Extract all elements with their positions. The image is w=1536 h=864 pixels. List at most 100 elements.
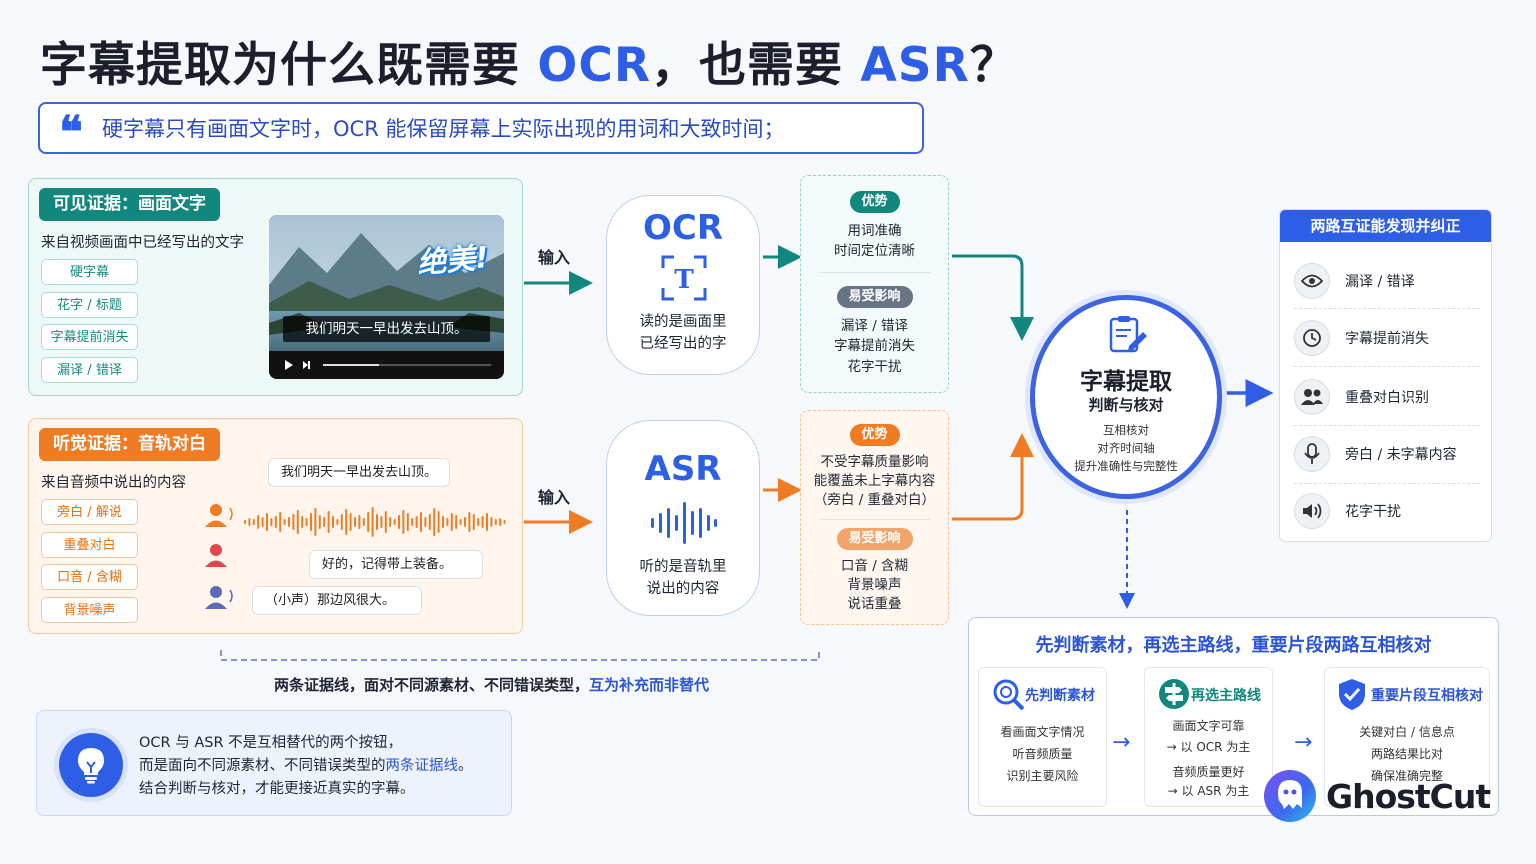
waveform-bar	[283, 519, 286, 525]
play-icon[interactable]	[285, 360, 293, 370]
hub-note: 提升准确性与完整性	[1074, 459, 1178, 473]
waveform-bar	[402, 510, 405, 534]
visual-tag: 硬字幕	[41, 259, 138, 285]
ocr-pros-cons: 优势 用词准确 时间定位清晰 易受影响 漏译 / 错译 字幕提前消失 花字干扰	[800, 175, 949, 393]
audio-waveform	[244, 507, 506, 537]
title-ocr: OCR	[537, 38, 652, 93]
waveform-bar	[442, 516, 444, 528]
ocr-con-item: 花字干扰	[847, 359, 902, 375]
waveform-bar	[314, 508, 317, 536]
list-item-label: 花字干扰	[1345, 504, 1401, 520]
waveform-bar	[503, 520, 506, 524]
waveform-bar	[292, 514, 295, 530]
workflow-step-line: 识别主要风险	[1006, 769, 1079, 783]
hub-note: 互相核对	[1103, 423, 1149, 437]
list-item: 花字干扰	[1294, 490, 1480, 532]
audio-tag: 口音 / 含糊	[41, 564, 138, 590]
ocr-con-item: 字幕提前消失	[834, 338, 915, 354]
waveform-bar	[450, 513, 453, 531]
cross-check-header: 两路互证能发现并纠正	[1280, 210, 1491, 242]
asr-cons-badge: 易受影响	[836, 528, 913, 550]
waveform-bar	[477, 518, 480, 526]
waveform-bar	[371, 507, 374, 537]
two-lines-text: 两条证据线，面对不同源素材、不同错误类型，	[274, 676, 590, 694]
list-item-label: 重叠对白识别	[1345, 390, 1429, 406]
list-item: 字幕提前消失	[1294, 317, 1480, 359]
waveform-bar	[257, 515, 260, 529]
progress-track[interactable]	[323, 364, 491, 366]
workflow-step-line: 画面文字可靠	[1172, 719, 1245, 733]
waveform-bar	[336, 519, 339, 525]
two-lines-highlight: 互为补充而非替代	[589, 676, 710, 694]
summary-line: OCR 与 ASR 不是互相替代的两个按钮，	[139, 735, 403, 751]
waveform-bar	[486, 513, 488, 531]
waveform-bar	[340, 514, 343, 530]
sound-wave-icon	[651, 502, 717, 544]
workflow-step-line: → 以 ASR 为主	[1167, 784, 1250, 798]
asr-con-item: 口音 / 含糊	[840, 558, 909, 574]
list-item: 旁白 / 未字幕内容	[1294, 433, 1480, 475]
waveform-bar	[464, 517, 466, 527]
summary-highlight: 两条证据线	[385, 758, 459, 774]
cross-check-list: 两路互证能发现并纠正 漏译 / 错译 字幕提前消失 重叠对白识别 旁白 / 未字…	[1279, 209, 1492, 542]
text-scan-icon: T	[661, 255, 707, 301]
audio-illustration	[205, 504, 506, 609]
list-item-label: 字幕提前消失	[1345, 331, 1429, 347]
waveform-bar	[252, 519, 255, 525]
workflow-step-line: 音频质量更好	[1172, 765, 1245, 779]
waveform-bar	[367, 512, 370, 532]
waveform-bar	[406, 513, 409, 531]
clipboard-edit-icon	[1109, 316, 1147, 353]
asr-pros-badge: 优势	[849, 424, 900, 446]
list-item-label: 旁白 / 未字幕内容	[1345, 447, 1457, 463]
hub-title: 字幕提取	[1080, 369, 1172, 395]
waveform-bar	[327, 511, 330, 533]
waveform-bar	[499, 518, 502, 526]
workflow-step-title: 先判断素材	[1025, 688, 1095, 704]
summary-text-post: 。	[458, 758, 473, 774]
waveform-bar	[318, 515, 321, 529]
audio-tag: 背景噪声	[41, 596, 138, 623]
asr-engine-card: ASR 听的是音轨里 说出的内容	[606, 420, 760, 616]
waveform-bar	[468, 512, 471, 532]
ocr-pros-badge: 优势	[849, 191, 900, 213]
waveform-bar	[288, 517, 290, 527]
title-question-mark: ？	[969, 38, 1018, 93]
summary-line: 结合判断与核对，才能更接近真实的字幕。	[139, 781, 415, 797]
next-icon[interactable]	[303, 361, 308, 369]
waveform-bar	[274, 516, 277, 528]
asr-pros-cons: 优势 不受字幕质量影响 能覆盖未上字幕内容 （旁白 / 重叠对白） 易受影响 口…	[800, 410, 949, 625]
visual-tag: 花字 / 标题	[41, 291, 138, 318]
waveform-bar	[310, 513, 312, 531]
visual-tag: 字幕提前消失	[41, 324, 138, 350]
workflow-step-line: 确保准确完整	[1370, 769, 1443, 783]
waveform-bar	[261, 517, 264, 527]
audio-tag: 重叠对白	[41, 531, 138, 558]
workflow-step-line: 看画面文字情况	[1000, 725, 1085, 739]
ocr-engine-desc-1: 读的是画面里	[639, 314, 727, 330]
waveform-bar	[332, 516, 334, 528]
workflow-step-verify: 重要片段互相核对 关键对白 / 信息点 两路结果比对 确保准确完整	[1324, 667, 1490, 807]
waveform-bar	[424, 517, 427, 527]
waveform-bar	[266, 513, 268, 531]
clock-icon	[1294, 320, 1330, 356]
eye-icon	[1294, 263, 1330, 299]
summary-text: OCR 与 ASR 不是互相替代的两个按钮， 而是面向不同源素材、不同错误类型的…	[139, 732, 473, 801]
waveform-bar	[459, 519, 462, 525]
waveform-bar	[415, 516, 418, 528]
waveform-bar	[270, 518, 273, 526]
summary-note: OCR 与 ASR 不是互相替代的两个按钮， 而是面向不同源素材、不同错误类型的…	[36, 710, 512, 816]
asr-to-center-arrow	[952, 433, 1034, 521]
brand-name: GhostCut	[1326, 776, 1491, 816]
ocr-pro-item: 时间定位清晰	[834, 243, 915, 259]
lightbulb-icon	[59, 733, 123, 797]
subtitle-extraction-hub: 字幕提取 判断与核对 互相核对 对齐时间轴 提升准确性与完整性	[1030, 295, 1222, 499]
workflow-panel: 先判断素材，再选主路线，重要片段两路互相核对 先判断素材 看画面文字情况 听音频…	[968, 617, 1499, 816]
workflow-step-title: 再选主路线	[1191, 688, 1261, 704]
workflow-step-line: 两路结果比对	[1370, 747, 1443, 761]
waveform-bar	[349, 513, 352, 531]
ghost-logo-icon	[1264, 770, 1316, 822]
search-icon	[993, 679, 1025, 711]
visual-tag: 漏译 / 错译	[41, 356, 138, 383]
hub-note: 对齐时间轴	[1097, 441, 1155, 455]
